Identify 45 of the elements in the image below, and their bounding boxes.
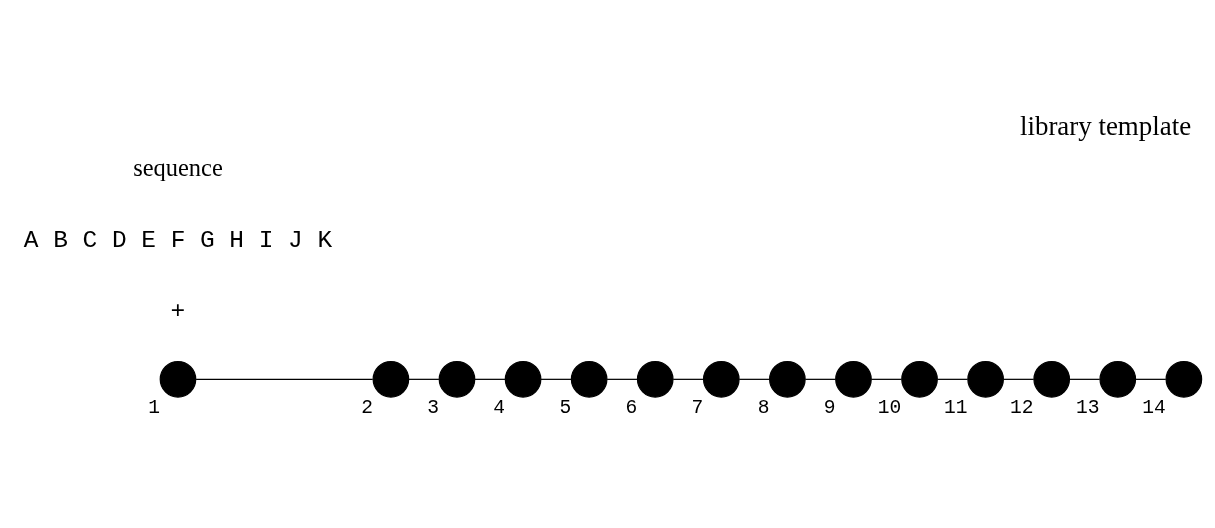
- node-circle: [159, 360, 197, 398]
- connector: [1002, 378, 1035, 380]
- connector: [540, 378, 572, 380]
- connector: [672, 378, 704, 380]
- label: A B C D E F G H I J K: [23, 227, 333, 255]
- label: sequence: [133, 154, 223, 182]
- node-label: 6: [625, 396, 638, 419]
- connector: [804, 378, 837, 380]
- node-circle: [372, 360, 410, 398]
- node-label: 12: [1009, 396, 1034, 419]
- diagram-title: library template: [1020, 111, 1192, 142]
- label: +: [170, 298, 186, 326]
- node-circle: [1165, 360, 1203, 398]
- node-circle: [702, 360, 740, 398]
- connector: [1069, 378, 1101, 380]
- node-label: 2: [361, 396, 373, 419]
- node-label: 4: [493, 396, 506, 419]
- node-label: 7: [691, 396, 704, 419]
- connector: [474, 378, 506, 380]
- connector: [195, 378, 374, 380]
- node-label: 9: [823, 396, 836, 419]
- node-label: 11: [943, 396, 968, 419]
- connector: [738, 378, 770, 380]
- node-label: 1: [148, 396, 160, 419]
- node-circle: [769, 360, 806, 398]
- node-circle: [570, 360, 608, 398]
- node-label: 14: [1142, 396, 1166, 419]
- node-label: 8: [757, 396, 770, 419]
- node-circle: [438, 360, 476, 398]
- node-label: 13: [1076, 396, 1100, 419]
- node-circle: [967, 360, 1004, 398]
- node-circle: [636, 360, 674, 398]
- node-circle: [901, 360, 938, 398]
- node-circle: [835, 360, 872, 398]
- node-label: 5: [559, 396, 572, 419]
- node-circle: [1099, 360, 1137, 398]
- connector: [936, 378, 969, 380]
- connector: [606, 378, 638, 380]
- connector: [870, 378, 903, 380]
- connector: [408, 378, 440, 380]
- connector: [1135, 378, 1167, 380]
- node-circle: [1033, 360, 1071, 398]
- node-label: 10: [877, 396, 902, 419]
- node-label: 3: [427, 396, 439, 419]
- node-circle: [504, 360, 542, 398]
